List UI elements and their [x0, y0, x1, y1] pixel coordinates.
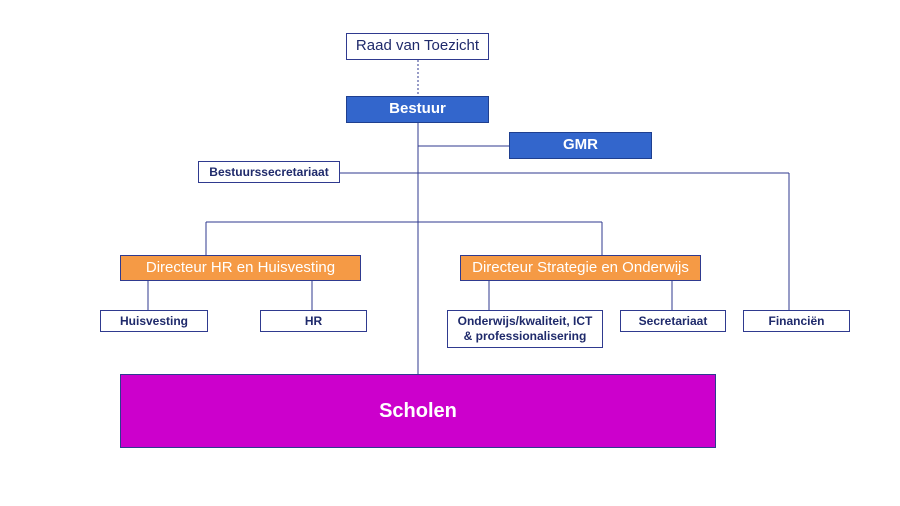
financien-box: Financiën [743, 310, 850, 332]
onderwijs-box: Onderwijs/kwaliteit, ICT & professionali… [447, 310, 603, 348]
bestuurssecretariaat-box: Bestuurssecretariaat [198, 161, 340, 183]
gmr-label: GMR [563, 136, 598, 154]
directeur-hr-label: Directeur HR en Huisvesting [145, 258, 336, 276]
raad-van-toezicht-label: Raad van Toezicht [355, 37, 480, 55]
onderwijs-label-line1: Onderwijs/kwaliteit, ICT [457, 314, 593, 328]
huisvesting-label: Huisvesting [119, 313, 188, 328]
raad-van-toezicht-box: Raad van Toezicht [346, 33, 489, 60]
bestuurssecretariaat-label: Bestuurssecretariaat [209, 164, 329, 179]
bestuur-label: Bestuur [389, 100, 446, 118]
hr-label: HR [304, 313, 323, 328]
directeur-strategie-label: Directeur Strategie en Onderwijs [472, 258, 689, 276]
scholen-box: Scholen [120, 374, 716, 448]
gmr-box: GMR [509, 132, 652, 159]
huisvesting-box: Huisvesting [100, 310, 208, 332]
scholen-label: Scholen [379, 399, 457, 422]
bestuur-box: Bestuur [346, 96, 489, 123]
financien-label: Financiën [768, 313, 825, 328]
hr-box: HR [260, 310, 367, 332]
directeur-strategie-box: Directeur Strategie en Onderwijs [460, 255, 701, 281]
onderwijs-label-line2: & professionalisering [463, 329, 587, 343]
secretariaat-box: Secretariaat [620, 310, 726, 332]
secretariaat-label: Secretariaat [638, 313, 708, 328]
directeur-hr-box: Directeur HR en Huisvesting [120, 255, 361, 281]
